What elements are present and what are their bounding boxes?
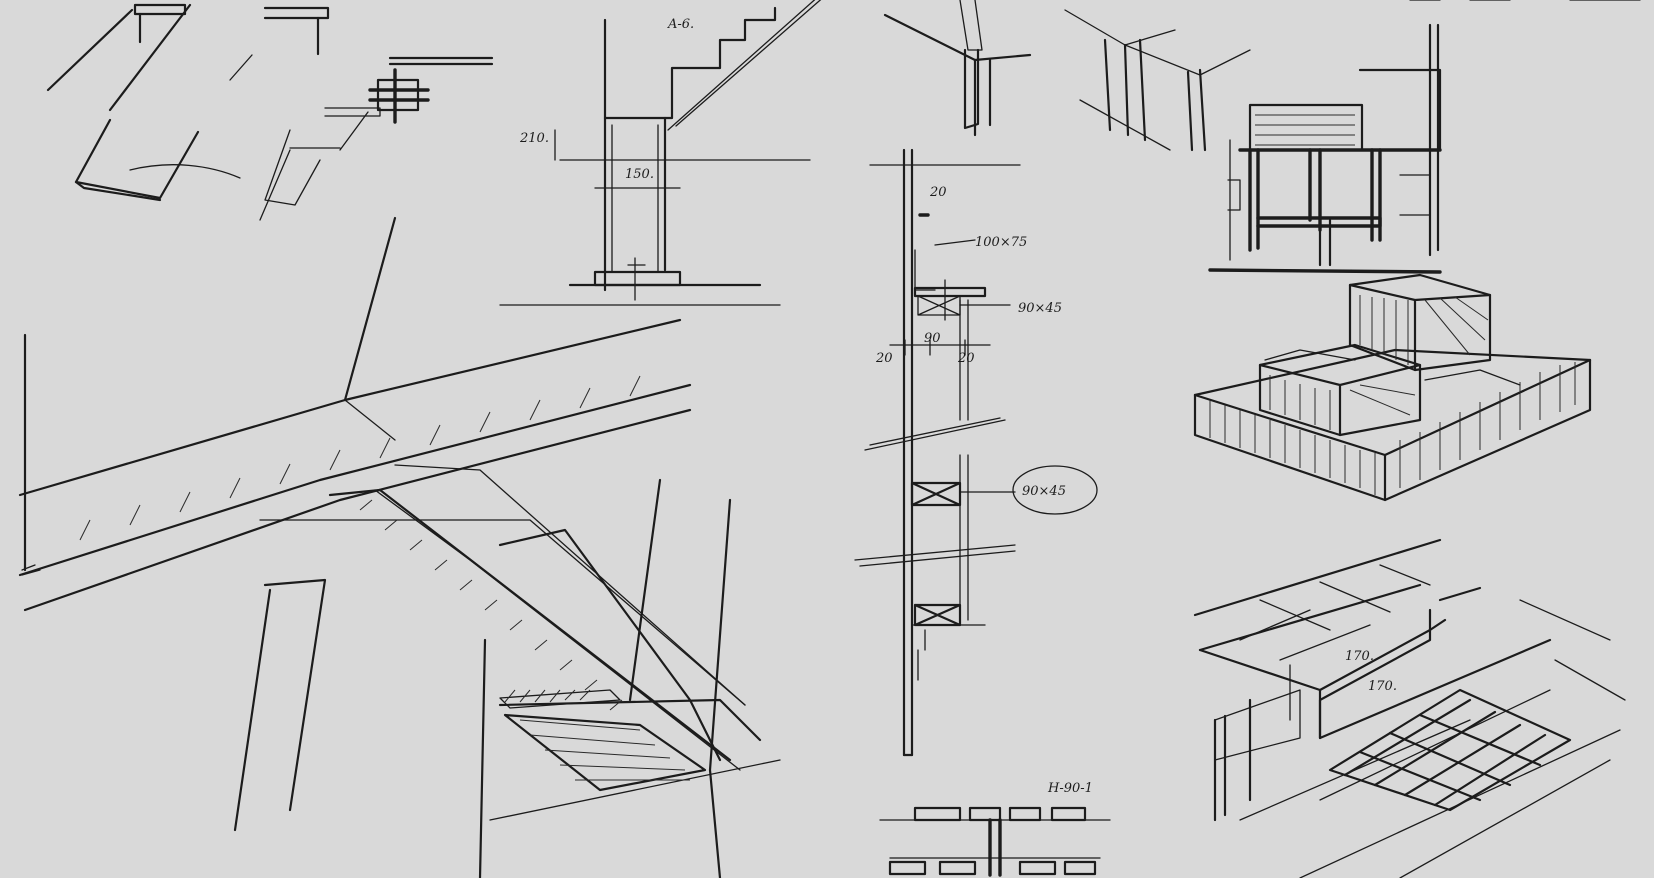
stair-section-sketch [499, 0, 822, 306]
dim-right-label: 20 [957, 351, 975, 366]
model-hatching [1209, 295, 1576, 495]
top-left-plank-sketch [46, 3, 330, 221]
floor-isometric-sketch [1193, 538, 1626, 878]
stair-callout-label: A-6. [667, 17, 694, 32]
stair-width-label: 150. [625, 167, 654, 182]
floor-grid-lines [1239, 564, 1431, 721]
axonometric-model-sketch [1193, 273, 1592, 502]
section-upper-label: 100×75 [975, 235, 1027, 250]
floor-module-a-label: 170. [1345, 649, 1374, 664]
wall-section-sketch [854, 148, 1098, 757]
post-beam-joint-sketch [883, 0, 1251, 152]
plan-detail-sketch [879, 806, 1111, 877]
stair-height-label: 210. [519, 131, 549, 146]
section-joist-label: 90×45 [1018, 301, 1062, 316]
frame-elevation-sketch [1208, 0, 1641, 274]
dim-top-label: 20 [929, 185, 947, 200]
bolt-connection-sketch [289, 56, 494, 151]
section-circled-label: 90×45 [1022, 484, 1066, 499]
plan-tag-label: H-90-1 [1047, 781, 1093, 796]
frame-hatching [1255, 114, 1355, 146]
dim-left-label: 20 [875, 351, 893, 366]
dim-center-label: 90 [924, 331, 941, 346]
floor-module-b-label: 170. [1368, 679, 1397, 694]
beam-hatching [79, 375, 690, 781]
